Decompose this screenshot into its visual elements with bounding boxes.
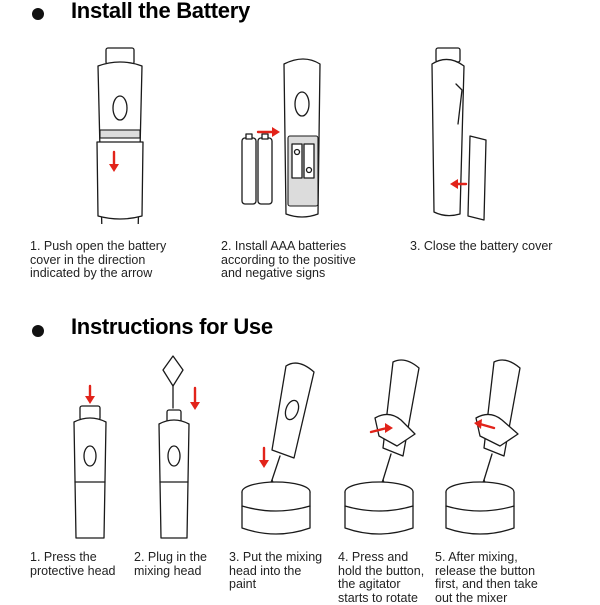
usage-step-5-caption: 5. After mixing, release the button firs… (435, 550, 538, 605)
install-step-3-caption: 3. Close the battery cover (410, 239, 553, 253)
usage-step-2-caption: 2. Plug in the mixing head (134, 550, 207, 578)
usage-step-1-caption: 1. Press the protective head (30, 550, 116, 578)
install-step-2-figure (241, 58, 321, 218)
usage-step-4-caption: 4. Press and hold the button, the agitat… (338, 550, 425, 605)
install-step-3-figure (431, 47, 487, 221)
usage-step-4-figure (344, 359, 420, 535)
usage-step-2-figure (158, 355, 200, 539)
install-step-1-caption: 1. Push open the battery cover in the di… (30, 239, 167, 280)
usage-step-5-figure (445, 359, 521, 535)
install-step-1-figure (96, 47, 144, 224)
usage-step-3-figure (241, 362, 315, 535)
install-step-2-caption: 2. Install AAA batteries according to th… (221, 239, 356, 280)
usage-step-3-caption: 3. Put the mixing head into the paint (229, 550, 323, 591)
instructions-heading: Instructions for Use (71, 314, 273, 339)
section-bullet-usage (32, 325, 44, 337)
usage-step-1-figure (73, 384, 107, 539)
install-battery-heading: Install the Battery (71, 0, 250, 23)
section-bullet-install (32, 8, 44, 20)
